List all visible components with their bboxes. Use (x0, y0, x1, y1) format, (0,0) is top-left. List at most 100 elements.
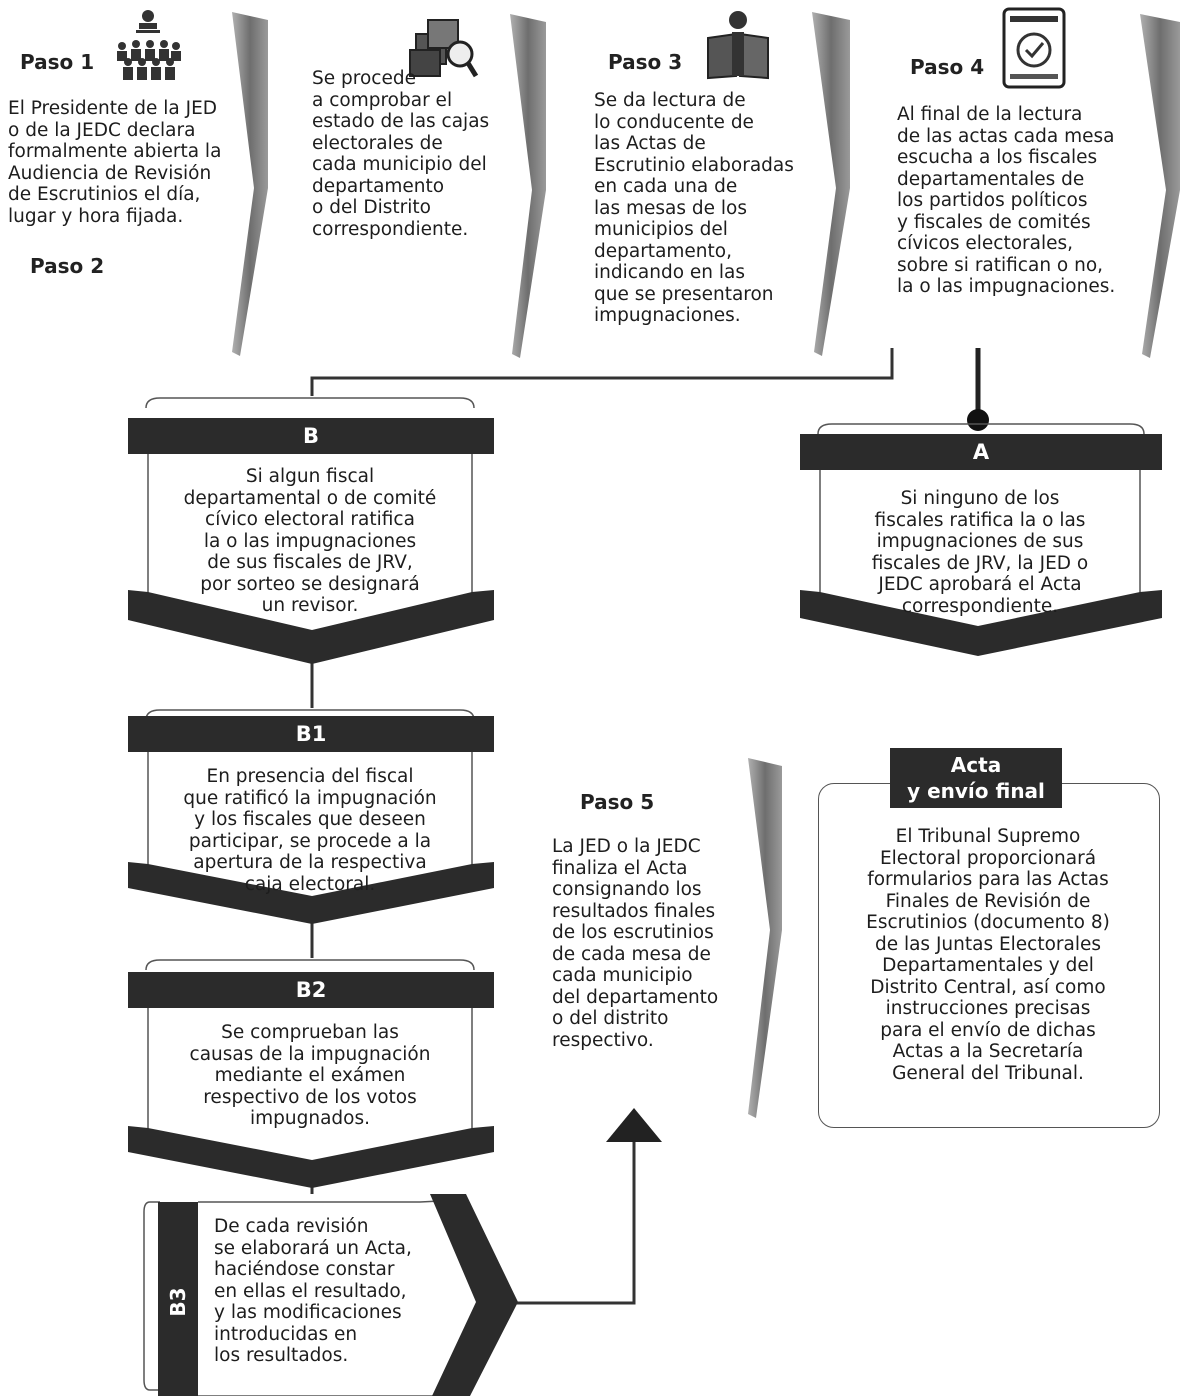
final-text: El Tribunal Supremo Electoral proporcion… (828, 826, 1148, 1084)
boxes-magnifier-icon (402, 10, 482, 85)
text-line: Electoral proporcionará (879, 847, 1097, 869)
text-line: municipios del (594, 219, 728, 240)
text-line: un revisor. (261, 595, 359, 616)
text-line: a comprobar el (312, 89, 453, 111)
paso-5-text: La JED o la JEDC finaliza el Acta consig… (552, 836, 752, 1051)
text-line: mediante el exámen (214, 1065, 406, 1086)
text-line: Se comprueban las (221, 1022, 399, 1043)
text-line: El Presidente de la JED (8, 98, 218, 119)
card-b1-text: En presencia del fiscal que ratificó la … (150, 766, 470, 895)
text-line: cívicos electorales, (897, 233, 1074, 254)
text-line: introducidas en (214, 1323, 358, 1345)
text-line: departamento, (594, 240, 732, 262)
text-line: lugar y hora fijada. (8, 205, 184, 227)
text-line: las Actas de (594, 133, 706, 154)
text-line: los resultados. (214, 1345, 349, 1366)
text-line: respectivo de los votos (203, 1086, 417, 1108)
text-line: impugnaciones. (594, 305, 741, 326)
text-line: las mesas de los (594, 197, 747, 219)
paso-5-label: Paso 5 (580, 790, 655, 814)
text-line: fiscales ratifica la o las (874, 509, 1086, 531)
text-line: respectivo. (552, 1029, 654, 1051)
text-line: de los escrutinios (552, 922, 714, 943)
text-line: en ellas el resultado, (214, 1280, 407, 1302)
text-line: Al final de la lectura (897, 104, 1083, 125)
paso-2-text: Se procede a comprobar el estado de las … (312, 68, 512, 240)
card-b2-label: B2 (295, 978, 327, 1002)
text-line: De cada revisión (214, 1216, 369, 1237)
text-line: JEDC aprobará el Acta (878, 574, 1082, 595)
text-line: Audiencia de Revisión (8, 162, 212, 184)
text-line: y las modificaciones (214, 1302, 402, 1323)
card-b1-header: B1 (128, 716, 494, 752)
text-line: Departamentales y del (882, 955, 1094, 976)
card-b2-header: B2 (128, 972, 494, 1008)
text-line: Si ninguno de los (900, 488, 1060, 509)
text-line: de las actas cada mesa (897, 125, 1115, 147)
checked-document-icon (1001, 6, 1067, 90)
paso-1-label: Paso 1 (20, 50, 95, 74)
text-line: apertura de la respectiva (193, 852, 427, 873)
people-group-icon (108, 8, 188, 80)
text-line: formularios para las Actas (867, 869, 1109, 890)
text-line: fiscales de JRV, la JED o (871, 552, 1089, 574)
text-line: caja electoral. (244, 873, 376, 895)
text-line: del departamento (552, 986, 719, 1008)
text-line: escucha a los fiscales (897, 147, 1098, 168)
text-line: o de la JEDC declara (8, 119, 196, 141)
text-line: El Tribunal Supremo (895, 826, 1081, 847)
card-a-label: A (972, 440, 990, 464)
paso-2-label: Paso 2 (30, 254, 105, 278)
paso-4-text: Al final de la lectura de las actas cada… (897, 104, 1147, 298)
card-b3-label: B3 (166, 1287, 190, 1317)
text-line: Se procede (312, 68, 416, 89)
card-a-header: A (800, 434, 1162, 470)
text-line: que ratificó la impugnación (183, 787, 437, 809)
text-line: estado de las cajas (312, 111, 490, 132)
text-line: de las Juntas Electorales (874, 933, 1102, 955)
text-line: impugnaciones de sus (876, 531, 1084, 552)
arrowhead (606, 1108, 662, 1142)
connector-line (508, 1140, 636, 1305)
text-line: correspondiente. (901, 595, 1059, 617)
text-line: Actas a la Secretaría (892, 1041, 1084, 1062)
connector-line (310, 348, 894, 396)
text-line: departamental o de comité (183, 487, 437, 509)
text-line: lo conducente de (594, 111, 754, 133)
text-line: en cada una de (594, 176, 738, 197)
text-line: Finales de Revisión de (885, 890, 1091, 912)
text-line: la o las impugnaciones. (897, 276, 1116, 297)
final-box (818, 783, 1160, 1128)
text-line: de sus fiscales de JRV, (207, 552, 413, 573)
text-line: instrucciones precisas (885, 998, 1091, 1019)
text-line: formalmente abierta la (8, 141, 222, 162)
text-line: participar, se procede a la (188, 830, 432, 852)
paso-3-label: Paso 3 (608, 50, 683, 74)
text-line: haciéndose constar (214, 1259, 395, 1280)
text-line: Distrito Central, así como (870, 976, 1106, 998)
text-line: los partidos políticos (897, 190, 1088, 211)
text-line: o del Distrito (312, 197, 431, 218)
text-line: La JED o la JEDC (552, 836, 701, 857)
text-line: Si algun fiscal (245, 466, 375, 487)
paso-3-text: Se da lectura de lo conducente de las Ac… (594, 90, 824, 327)
card-b2-text: Se comprueban las causas de la impugnaci… (150, 1022, 470, 1130)
text-line: En presencia del fiscal (206, 766, 414, 787)
connector-dot (967, 409, 989, 431)
text-line: consignando los (552, 879, 702, 900)
text-line: cada municipio (552, 965, 693, 986)
text-line: correspondiente. (312, 218, 469, 240)
text-line: Escrutinios (documento 8) (866, 912, 1110, 933)
paso-4-label: Paso 4 (910, 55, 985, 79)
final-title: Acta y envío final (890, 748, 1062, 808)
text-line: resultados finales (552, 900, 716, 922)
text-line: y los fiscales que deseen (194, 809, 426, 830)
text-line: sobre si ratifican o no, (897, 254, 1104, 276)
text-line: de cada mesa de (552, 943, 711, 965)
text-line: y fiscales de comités (897, 211, 1091, 233)
person-reading-icon (702, 8, 774, 80)
final-title-line: y envío final (907, 779, 1045, 803)
text-line: por sorteo se designará (200, 573, 420, 595)
text-line: cada municipio del (312, 154, 487, 175)
card-a-text: Si ninguno de los fiscales ratifica la o… (822, 488, 1138, 617)
